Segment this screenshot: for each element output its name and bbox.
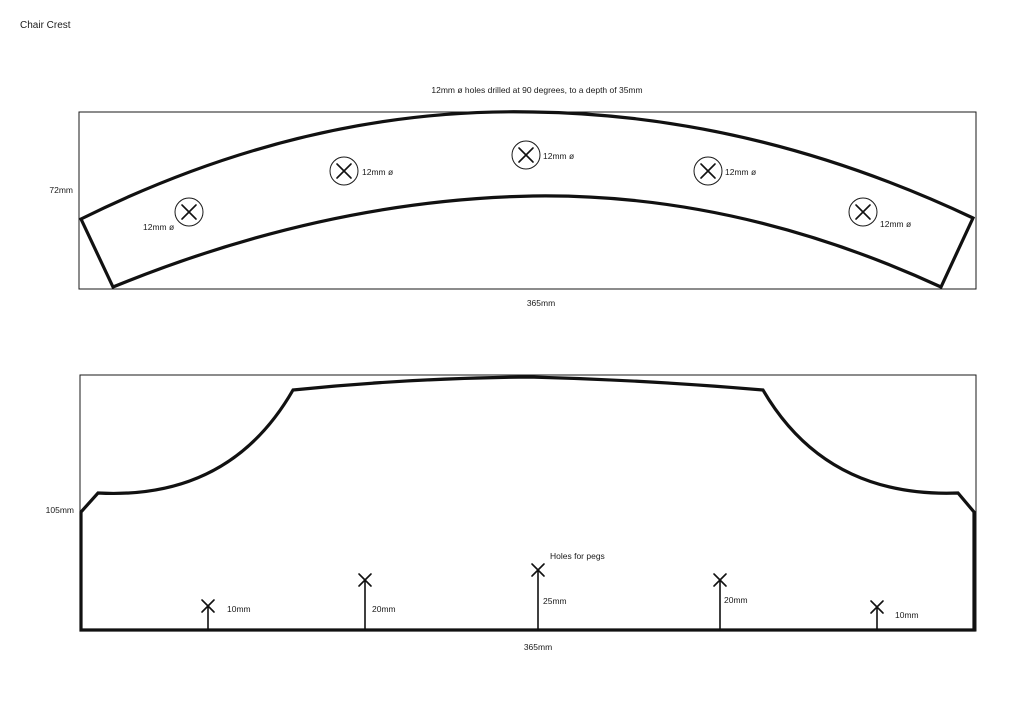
drill-hole-marker <box>511 140 541 170</box>
front-view-bounding-box <box>79 374 977 632</box>
drill-hole-marker <box>174 197 204 227</box>
peg-hole-marker <box>870 600 884 631</box>
hole-label: 12mm ø <box>880 219 911 229</box>
hole-label: 12mm ø <box>725 167 756 177</box>
peg-depth-label: 20mm <box>724 595 748 605</box>
top-width-label: 365mm <box>527 298 555 308</box>
peg-depth-label: 10mm <box>227 604 251 614</box>
peg-hole-marker <box>358 573 372 631</box>
pegs-label: Holes for pegs <box>550 551 605 561</box>
hole-label: 12mm ø <box>543 151 574 161</box>
front-width-label: 365mm <box>524 642 552 652</box>
top-view-crest-outline <box>78 110 976 290</box>
hole-label: 12mm ø <box>362 167 393 177</box>
drill-note: 12mm ø holes drilled at 90 degrees, to a… <box>431 85 642 95</box>
top-view-bounding-box <box>78 111 977 290</box>
drawing-title: Chair Crest <box>20 20 71 31</box>
hole-label: 12mm ø <box>143 222 174 232</box>
peg-depth-label: 25mm <box>543 596 567 606</box>
peg-depth-label: 10mm <box>895 610 919 620</box>
drill-hole-marker <box>329 156 359 186</box>
front-height-label: 105mm <box>46 505 74 515</box>
top-view: 12mm ø holes drilled at 90 degrees, to a… <box>49 85 977 308</box>
front-view: 105mm 365mm Holes for pegs 10mm 20mm 25m… <box>46 374 977 652</box>
peg-hole-marker <box>531 563 545 631</box>
drill-hole-marker <box>848 197 878 227</box>
front-view-crest-outline <box>79 375 976 632</box>
drill-hole-marker <box>693 156 723 186</box>
peg-hole-marker <box>713 573 727 631</box>
top-height-label: 72mm <box>49 185 73 195</box>
peg-depth-label: 20mm <box>372 604 396 614</box>
peg-hole-marker <box>201 599 215 631</box>
